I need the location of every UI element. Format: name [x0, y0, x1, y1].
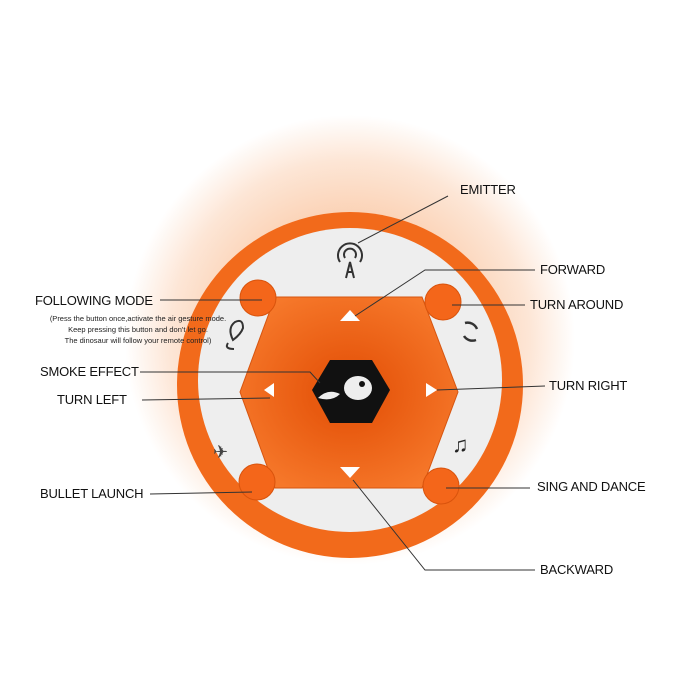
label-bullet-launch: BULLET LAUNCH [40, 486, 144, 501]
label-smoke-effect: SMOKE EFFECT [40, 364, 139, 379]
emitter-icon [337, 242, 363, 279]
label-following-mode: FOLLOWING MODE [35, 293, 153, 308]
label-emitter: EMITTER [460, 182, 516, 197]
rotate-icon [462, 321, 479, 342]
following-mode-note: (Press the button once,activate the air … [38, 313, 238, 346]
note-line: (Press the button once,activate the air … [49, 314, 227, 323]
following-mode-button[interactable] [239, 279, 277, 317]
left-arrow[interactable] [264, 383, 274, 397]
rocket-icon: ✈ [213, 442, 228, 462]
label-forward: FORWARD [540, 262, 606, 277]
forward-arrow[interactable] [340, 310, 360, 321]
right-arrow[interactable] [426, 383, 437, 397]
bullet-launch-button[interactable] [238, 463, 276, 501]
label-turn-around: TURN AROUND [530, 297, 624, 312]
note-line: Keep pressing this button and don't let … [68, 325, 208, 334]
label-sing-and-dance: SING AND DANCE [537, 479, 646, 494]
backward-arrow[interactable] [340, 467, 360, 478]
dinosaur-icon [318, 376, 372, 400]
note-line: The dinosaur will follow your remote con… [64, 336, 212, 345]
label-turn-left: TURN LEFT [57, 392, 127, 407]
label-turn-right: TURN RIGHT [549, 378, 628, 393]
location-pin-icon [225, 319, 245, 350]
turn-around-button[interactable] [424, 283, 462, 321]
label-backward: BACKWARD [540, 562, 614, 577]
sing-dance-button[interactable] [422, 467, 460, 505]
callout-lines [140, 195, 546, 571]
music-note-icon: ♫ [452, 432, 469, 457]
